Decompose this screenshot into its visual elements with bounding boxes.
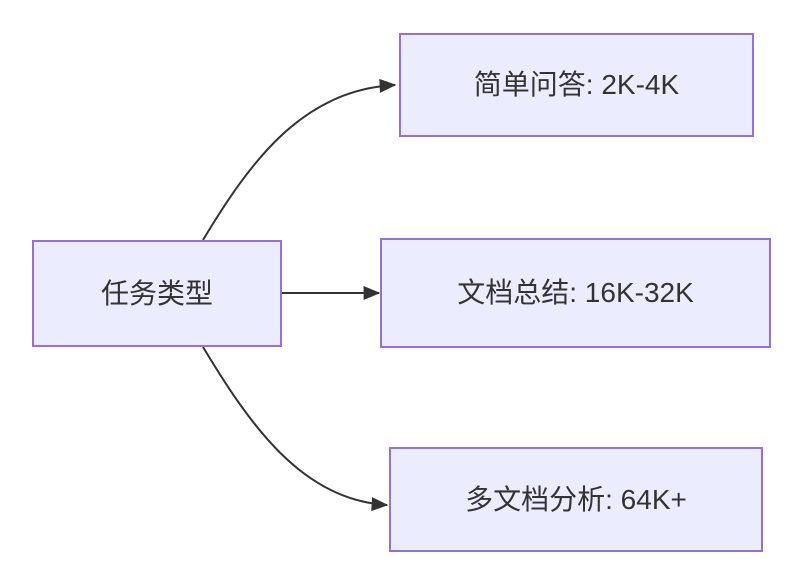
node-doc-summary-label: 文档总结: 16K-32K: [457, 277, 694, 308]
node-task-type: 任务类型: [32, 240, 282, 347]
arrow-root-to-multi-doc: [202, 346, 389, 512]
arrow-root-to-simple-qa: [202, 78, 397, 241]
node-doc-summary: 文档总结: 16K-32K: [380, 238, 771, 348]
node-multi-doc-label: 多文档分析: 64K+: [465, 483, 687, 515]
node-task-type-label: 任务类型: [100, 277, 213, 309]
node-multi-doc: 多文档分析: 64K+: [389, 447, 763, 552]
node-simple-qa-label: 简单问答: 2K-4K: [473, 69, 680, 100]
node-simple-qa: 简单问答: 2K-4K: [399, 33, 754, 137]
